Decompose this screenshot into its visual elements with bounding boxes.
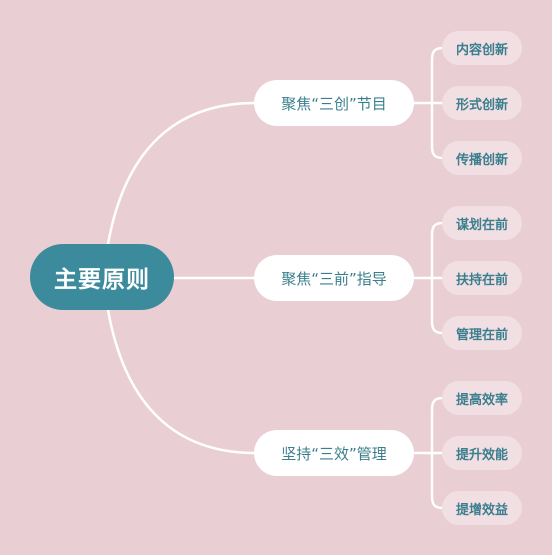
leaf-node-label: 提高效率 bbox=[455, 392, 508, 408]
leaf-node-label: 提增效益 bbox=[455, 502, 508, 518]
leaf-node-label: 管理在前 bbox=[455, 327, 508, 343]
branch-node-2-label: 聚焦“三前”指导 bbox=[281, 269, 387, 288]
branch-node-3: 坚持“三效”管理 bbox=[254, 430, 414, 476]
leaf-node: 扶持在前 bbox=[442, 261, 522, 295]
branch-node-1-label: 聚焦“三创”节目 bbox=[281, 94, 387, 113]
leaf-node-label: 形式创新 bbox=[455, 97, 508, 113]
leaf-node: 管理在前 bbox=[442, 316, 522, 350]
branch-node-2: 聚焦“三前”指导 bbox=[254, 255, 414, 301]
leaf-node-label: 传播创新 bbox=[455, 152, 508, 168]
connector-branch-3-leaves bbox=[411, 396, 445, 510]
root-node-label: 主要原则 bbox=[54, 267, 150, 293]
leaf-node: 谋划在前 bbox=[442, 206, 522, 240]
branch-node-3-label: 坚持“三效”管理 bbox=[281, 444, 387, 463]
leaf-node-label: 谋划在前 bbox=[455, 217, 508, 233]
leaf-node: 形式创新 bbox=[442, 86, 522, 120]
root-node: 主要原则 bbox=[30, 244, 174, 310]
connector-branch-1-leaves bbox=[411, 46, 445, 160]
leaf-node: 传播创新 bbox=[442, 141, 522, 175]
leaf-node: 提增效益 bbox=[442, 491, 522, 525]
leaf-node-label: 内容创新 bbox=[455, 42, 508, 58]
leaf-node-label: 扶持在前 bbox=[455, 272, 508, 288]
connector-root-branch-3 bbox=[106, 308, 257, 455]
leaf-node-label: 提升效能 bbox=[455, 447, 508, 463]
leaf-node: 内容创新 bbox=[442, 31, 522, 65]
connector-root-branch-1 bbox=[106, 101, 257, 246]
connector-branch-2-leaves bbox=[411, 221, 445, 335]
leaf-node: 提高效率 bbox=[442, 381, 522, 415]
branch-node-1: 聚焦“三创”节目 bbox=[254, 80, 414, 126]
leaf-node: 提升效能 bbox=[442, 436, 522, 470]
